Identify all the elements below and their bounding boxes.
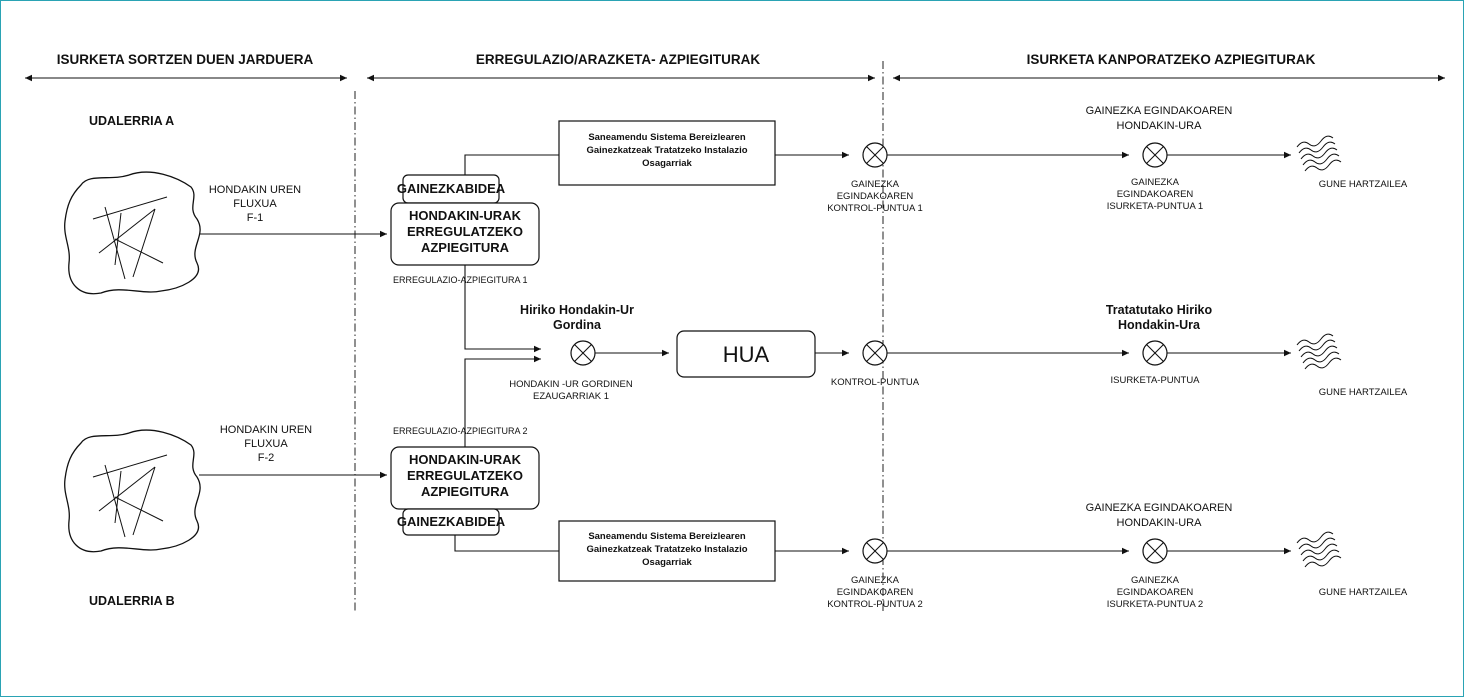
svg-text:EGINDAKOAREN: EGINDAKOAREN [1117, 587, 1194, 598]
svg-text:GAINEZKA EGINDAKOAREN: GAINEZKA EGINDAKOAREN [1086, 502, 1233, 514]
receiver-water-main-icon [1296, 333, 1342, 370]
control-point-overflow-1-icon [862, 142, 888, 168]
svg-text:F-1: F-1 [247, 212, 264, 224]
svg-text:F-2: F-2 [258, 452, 275, 464]
raw-water-caption: HONDAKIN -UR GORDINEN EZAUGARRIAK 1 [509, 379, 633, 402]
overflow-route-1 [464, 154, 559, 175]
svg-text:HONDAKIN UREN: HONDAKIN UREN [220, 424, 312, 436]
svg-text:GAINEZKA: GAINEZKA [851, 575, 900, 586]
overflow-box-2 [402, 508, 500, 536]
overflow-water-title-2: GAINEZKA EGINDAKOAREN HONDAKIN-URA [1086, 502, 1233, 529]
overflow-label-2: GAINEZKABIDEA [397, 514, 506, 529]
raw-water-title: Hiriko Hondakin-Ur Gordina [520, 303, 634, 332]
svg-text:HONDAKIN-URA: HONDAKIN-URA [1117, 120, 1203, 132]
svg-text:FLUXUA: FLUXUA [244, 438, 288, 450]
receiver-label-1: GUNE HARTZAILEA [1319, 179, 1408, 190]
receiver-water-2-icon [1296, 531, 1342, 568]
municipality-b: UDALERRIA B [89, 594, 175, 608]
overflow-water-title-1: GAINEZKA EGINDAKOAREN HONDAKIN-URA [1086, 105, 1233, 132]
discharge-point-main-icon [1142, 340, 1168, 366]
receiver-label-2: GUNE HARTZAILEA [1319, 587, 1408, 598]
regulation-caption-2: ERREGULAZIO-AZPIEGITURA 2 [393, 426, 528, 436]
municipality-b-area-icon [64, 429, 201, 553]
svg-text:AZPIEGITURA: AZPIEGITURA [421, 240, 510, 255]
svg-text:Saneamendu Sistema Bereizleare: Saneamendu Sistema Bereizlearen [588, 132, 746, 143]
svg-text:KONTROL-PUNTUA 1: KONTROL-PUNTUA 1 [827, 203, 923, 214]
svg-text:FLUXUA: FLUXUA [233, 198, 277, 210]
header-activity: ISURKETA SORTZEN DUEN JARDUERA [57, 52, 314, 67]
receiver-water-1-icon [1296, 135, 1342, 172]
control-point-overflow-1-label: GAINEZKA EGINDAKOAREN KONTROL-PUNTUA 1 [827, 179, 923, 214]
svg-text:Osagarriak: Osagarriak [642, 557, 692, 568]
feed-line-2 [464, 355, 541, 447]
plant-label: HUA [723, 342, 770, 367]
svg-text:Gordina: Gordina [553, 318, 602, 332]
svg-text:Hondakin-Ura: Hondakin-Ura [1118, 318, 1201, 332]
control-point-overflow-2-label: GAINEZKA EGINDAKOAREN KONTROL-PUNTUA 2 [827, 575, 923, 610]
svg-text:ISURKETA-PUNTUA 1: ISURKETA-PUNTUA 1 [1107, 201, 1203, 212]
municipality-a-area-icon [64, 171, 201, 295]
svg-text:HONDAKIN-URAK: HONDAKIN-URAK [409, 452, 522, 467]
discharge-point-main-label: ISURKETA-PUNTUA [1110, 375, 1200, 386]
feed-line-1 [464, 265, 541, 353]
discharge-point-overflow-2-icon [1142, 538, 1168, 564]
svg-text:EGINDAKOAREN: EGINDAKOAREN [837, 587, 914, 598]
svg-text:HONDAKIN-URA: HONDAKIN-URA [1117, 517, 1203, 529]
regulation-box-2-text: HONDAKIN-URAK ERREGULATZEKO AZPIEGITURA [407, 452, 523, 499]
raw-water-measure-icon [570, 340, 596, 366]
header-discharge: ISURKETA KANPORATZEKO AZPIEGITURAK [1027, 52, 1316, 67]
overflow-route-2 [454, 535, 559, 552]
svg-text:EZAUGARRIAK 1: EZAUGARRIAK 1 [533, 391, 609, 402]
header-regulation: ERREGULAZIO/ARAZKETA- AZPIEGITURAK [476, 52, 760, 67]
discharge-point-overflow-1-icon [1142, 142, 1168, 168]
municipality-a: UDALERRIA A [89, 114, 174, 128]
svg-text:GAINEZKA: GAINEZKA [1131, 575, 1180, 586]
svg-text:AZPIEGITURA: AZPIEGITURA [421, 484, 510, 499]
aux-treatment-box-1 [558, 120, 776, 186]
control-point-main-icon [862, 340, 888, 366]
svg-text:Hiriko Hondakin-Ur: Hiriko Hondakin-Ur [520, 303, 634, 317]
svg-text:Saneamendu Sistema Bereizleare: Saneamendu Sistema Bereizlearen [588, 531, 746, 542]
control-point-overflow-2-icon [862, 538, 888, 564]
treated-water-title: Tratatutako Hiriko Hondakin-Ura [1106, 303, 1213, 332]
svg-text:EGINDAKOAREN: EGINDAKOAREN [1117, 189, 1194, 200]
svg-text:ERREGULATZEKO: ERREGULATZEKO [407, 468, 523, 483]
svg-text:Gainezkatzeak Tratatzeko Insta: Gainezkatzeak Tratatzeko Instalazio [586, 544, 747, 555]
regulation-caption-1: ERREGULAZIO-AZPIEGITURA 1 [393, 275, 528, 285]
svg-text:EGINDAKOAREN: EGINDAKOAREN [837, 191, 914, 202]
flow-f2-label: HONDAKIN UREN FLUXUA F-2 [220, 424, 312, 464]
svg-text:KONTROL-PUNTUA 2: KONTROL-PUNTUA 2 [827, 599, 923, 610]
overflow-label-1: GAINEZKABIDEA [397, 181, 506, 196]
svg-text:Gainezkatzeak Tratatzeko Insta: Gainezkatzeak Tratatzeko Instalazio [586, 145, 747, 156]
svg-text:Tratatutako Hiriko: Tratatutako Hiriko [1106, 303, 1213, 317]
svg-text:GAINEZKA: GAINEZKA [1131, 177, 1180, 188]
svg-text:HONDAKIN UREN: HONDAKIN UREN [209, 184, 301, 196]
receiver-label-main: GUNE HARTZAILEA [1319, 387, 1408, 398]
svg-text:HONDAKIN-URAK: HONDAKIN-URAK [409, 208, 522, 223]
svg-text:ERREGULATZEKO: ERREGULATZEKO [407, 224, 523, 239]
flow-f1-label: HONDAKIN UREN FLUXUA F-1 [209, 184, 301, 224]
discharge-point-overflow-1-label: GAINEZKA EGINDAKOAREN ISURKETA-PUNTUA 1 [1107, 177, 1203, 212]
svg-text:HONDAKIN -UR GORDINEN: HONDAKIN -UR GORDINEN [509, 379, 633, 390]
regulation-box-1-text: HONDAKIN-URAK ERREGULATZEKO AZPIEGITURA [407, 208, 523, 255]
discharge-point-overflow-2-label: GAINEZKA EGINDAKOAREN ISURKETA-PUNTUA 2 [1107, 575, 1203, 610]
svg-text:Osagarriak: Osagarriak [642, 158, 692, 169]
aux-treatment-box-2-text: Saneamendu Sistema Bereizlearen Gainezka… [586, 531, 747, 568]
svg-text:ISURKETA-PUNTUA 2: ISURKETA-PUNTUA 2 [1107, 599, 1203, 610]
aux-treatment-box-1-text: Saneamendu Sistema Bereizlearen Gainezka… [586, 132, 747, 169]
svg-text:GAINEZKA EGINDAKOAREN: GAINEZKA EGINDAKOAREN [1086, 105, 1233, 117]
control-point-main-label: KONTROL-PUNTUA [831, 377, 920, 388]
svg-text:GAINEZKA: GAINEZKA [851, 179, 900, 190]
plant-box [676, 330, 816, 378]
